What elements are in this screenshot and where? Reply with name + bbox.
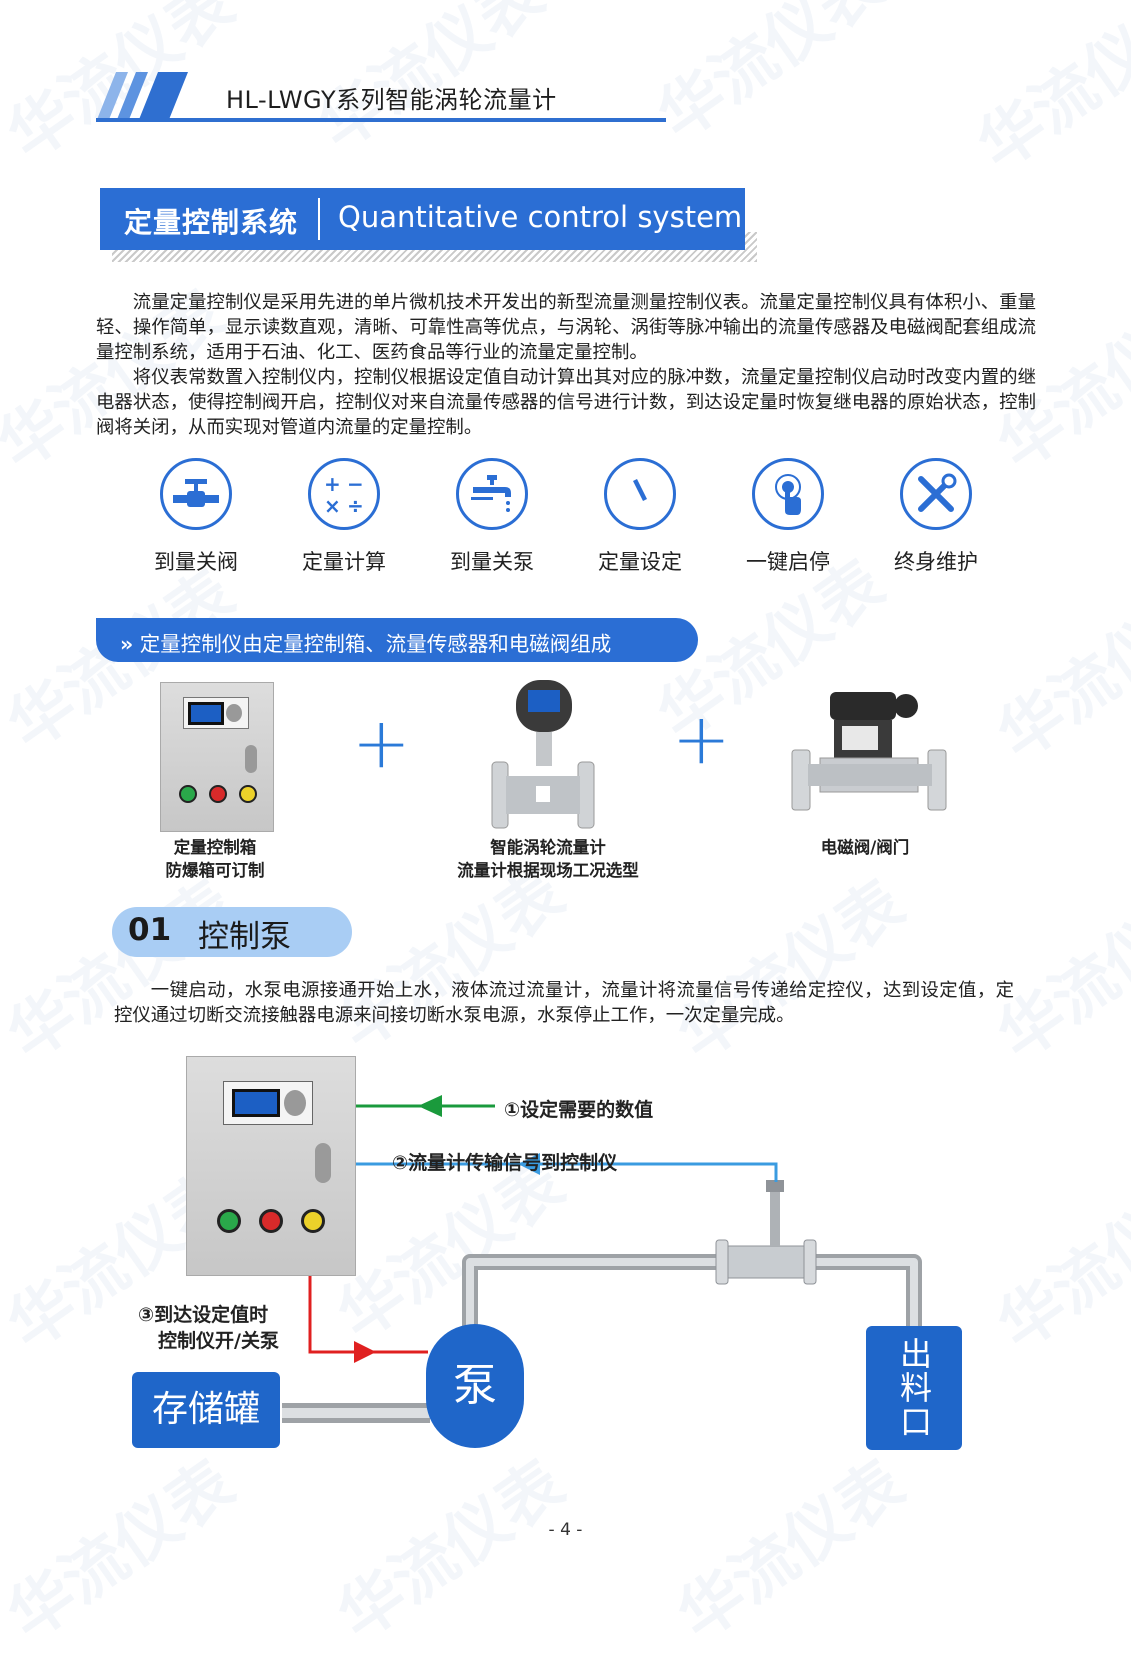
product-caption-line: 智能涡轮流量计: [490, 838, 606, 857]
banner-divider: [318, 198, 320, 240]
intro-paragraph-2: 将仪表常数置入控制仪内，控制仪根据设定值自动计算出其对应的脉冲数，流量定量控制仪…: [96, 367, 1036, 438]
composition-heading-text: 定量控制仪由定量控制箱、流量传感器和电磁阀组成: [139, 632, 612, 656]
composition-heading: » 定量控制仪由定量控制箱、流量传感器和电磁阀组成: [96, 618, 698, 662]
storage-tank: 存储罐: [132, 1372, 280, 1448]
svg-text:+: +: [324, 472, 341, 496]
touch-button-icon: [752, 458, 824, 530]
feature-label: 到量关阀: [154, 550, 238, 574]
feature-label: 终身维护: [894, 550, 978, 574]
feature-item: 一键启停: [728, 458, 848, 576]
step-3-line: ③到达设定值时: [138, 1304, 269, 1326]
section-title: 控制泵: [198, 919, 291, 955]
pump: 泵: [426, 1324, 524, 1448]
watermark: 华流仪表: [965, 0, 1131, 185]
plus-sign: +: [672, 698, 731, 780]
watermark: 华流仪表: [645, 0, 898, 155]
feature-label: 定量计算: [302, 550, 386, 574]
control-box-display: [183, 697, 249, 729]
solenoid-valve-image: [791, 692, 947, 811]
control-box-image: [160, 682, 274, 832]
chevron-right-icon: »: [120, 632, 134, 656]
flowmeter-image: [491, 680, 595, 829]
feature-item: 定量设定: [580, 458, 700, 576]
product-caption-line: 电磁阀/阀门: [820, 838, 910, 857]
watermark: 华流仪表: [665, 1447, 918, 1655]
product-caption-line: 流量计根据现场工况选型: [457, 861, 639, 880]
control-diagram: [282, 1095, 922, 1423]
watermark: 华流仪表: [985, 567, 1131, 775]
feature-item: 到量关泵: [432, 458, 552, 576]
feature-label: 一键启停: [746, 550, 830, 574]
banner-title-cn: 定量控制系统: [124, 206, 299, 239]
faucet-icon: [456, 458, 528, 530]
feature-label: 到量关泵: [450, 550, 534, 574]
banner-title-en: Quantitative control system: [338, 200, 743, 234]
svg-text:÷: ÷: [347, 494, 364, 518]
outlet: 出料口: [866, 1326, 962, 1450]
feature-item: 终身维护: [876, 458, 996, 576]
diagram-control-box: [186, 1056, 356, 1276]
step-2-label: ②流量计传输信号到控制仪: [392, 1152, 618, 1174]
product-caption-line: 防爆箱可订制: [165, 861, 265, 880]
section-01-paragraph: 一键启动，水泵电源接通开始上水，液体流过流量计，流量计将流量信号传递给定控仪，达…: [114, 980, 1014, 1026]
svg-text:−: −: [347, 472, 364, 496]
feature-label: 定量设定: [598, 550, 682, 574]
section-number: 01: [128, 912, 172, 948]
svg-text:×: ×: [324, 494, 341, 518]
product-caption: 定量控制箱 防爆箱可订制: [130, 836, 300, 882]
header-title: HL-LWGY系列智能涡轮流量计: [226, 86, 557, 114]
product-caption-line: 定量控制箱: [173, 838, 257, 857]
header-stripes-logo: [96, 72, 188, 122]
feature-item: 到量关阀: [136, 458, 256, 576]
step-3-line: 控制仪开/关泵: [158, 1330, 279, 1352]
page-number: - 4 -: [548, 1520, 583, 1540]
step-3-label: ③到达设定值时 控制仪开/关泵: [138, 1302, 279, 1354]
section-01-heading: 01 控制泵: [112, 907, 352, 957]
tools-icon: [900, 458, 972, 530]
gauge-icon: [604, 458, 676, 530]
feature-item: +− ×÷ 定量计算: [284, 458, 404, 576]
section-01-description: 一键启动，水泵电源接通开始上水，液体流过流量计，流量计将流量信号传递给定控仪，达…: [114, 978, 1014, 1028]
calculator-icon: +− ×÷: [308, 458, 380, 530]
watermark: 华流仪表: [325, 1447, 578, 1655]
step-1-label: ①设定需要的数值: [504, 1099, 654, 1121]
valve-icon: [160, 458, 232, 530]
intro-paragraph-1: 流量定量控制仪是采用先进的单片微机技术开发出的新型流量测量控制仪表。流量定量控制…: [96, 292, 1036, 363]
product-caption: 智能涡轮流量计 流量计根据现场工况选型: [428, 836, 668, 882]
section-banner: 定量控制系统 Quantitative control system: [100, 188, 745, 250]
product-caption: 电磁阀/阀门: [780, 836, 950, 859]
watermark: 华流仪表: [0, 1447, 248, 1655]
header-rule: [96, 118, 666, 122]
intro-text: 流量定量控制仪是采用先进的单片微机技术开发出的新型流量测量控制仪表。流量定量控制…: [96, 290, 1036, 440]
plus-sign: +: [352, 702, 411, 784]
